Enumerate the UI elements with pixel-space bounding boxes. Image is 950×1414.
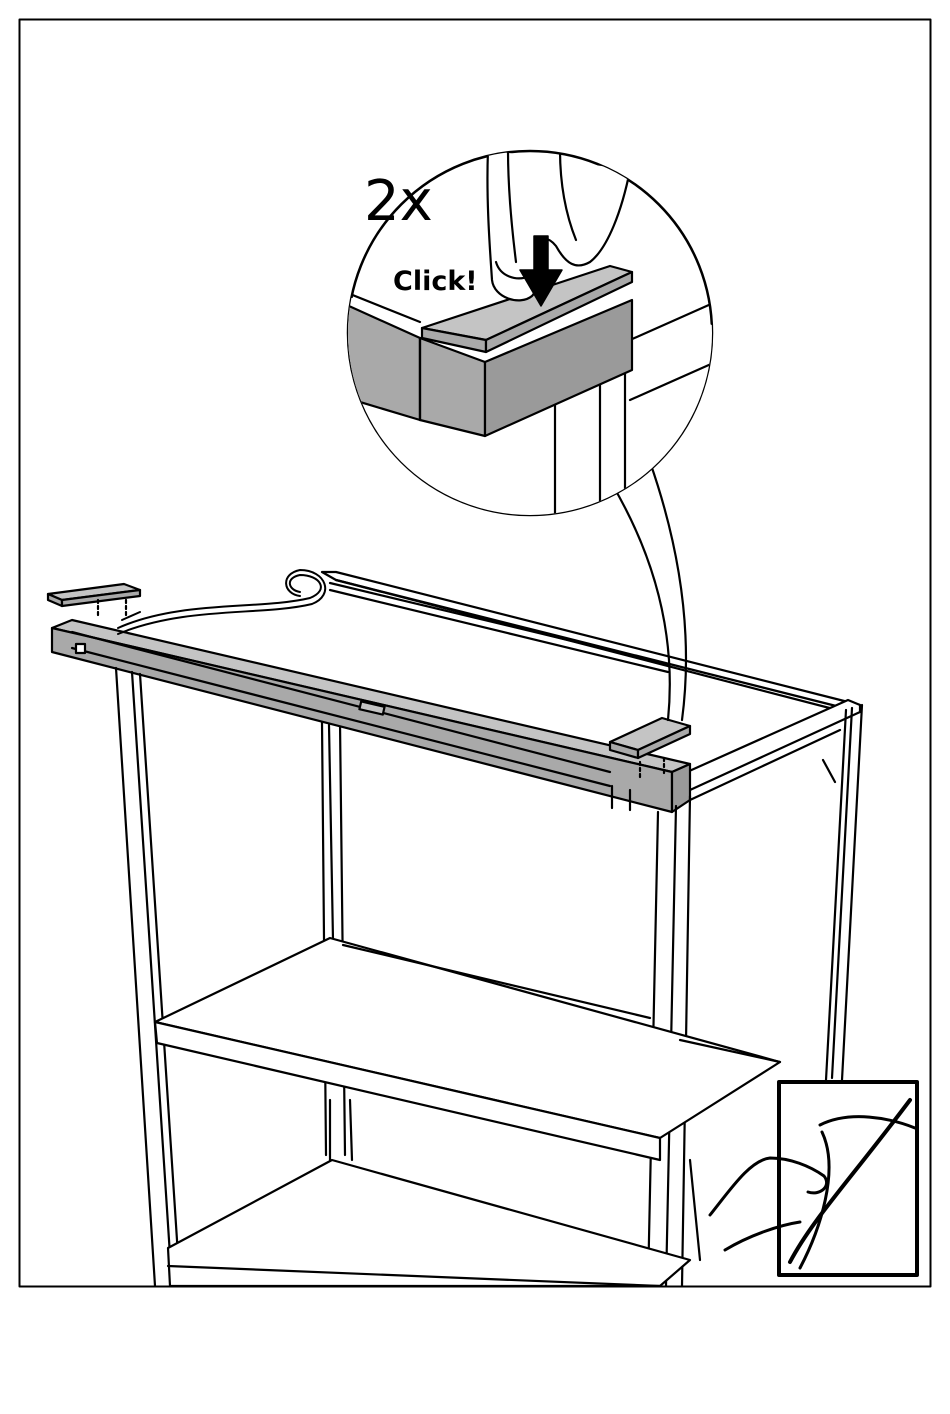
click-label: Click! — [393, 266, 478, 297]
quantity-label: 2x — [364, 169, 433, 234]
